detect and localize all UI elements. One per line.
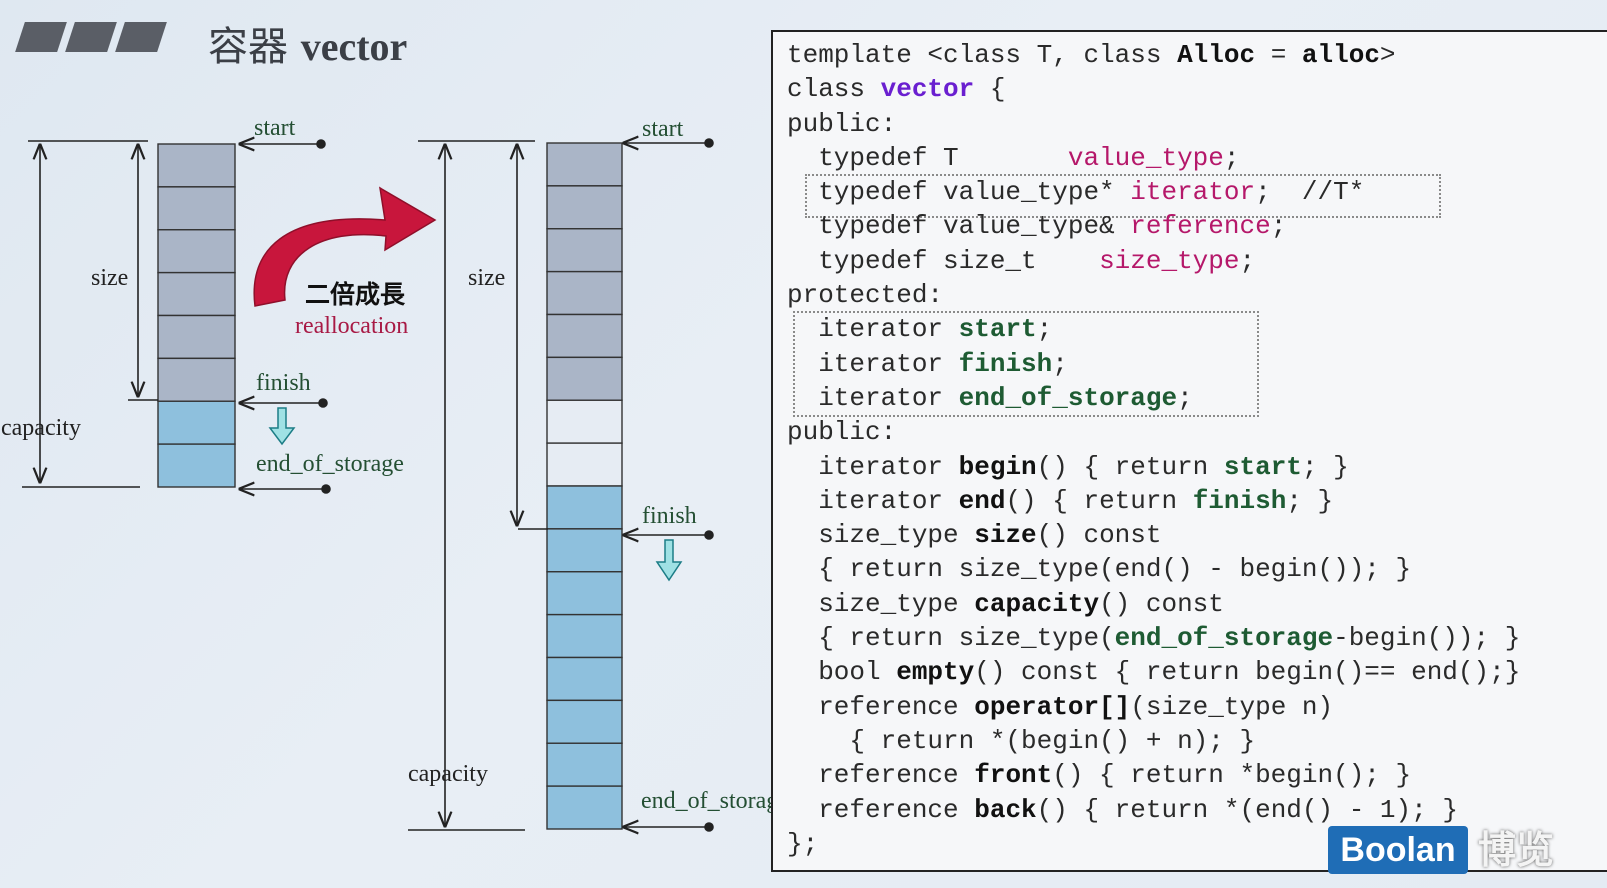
used-cell: [546, 356, 623, 401]
right-pointers: [624, 139, 714, 831]
free-cell: [157, 443, 236, 488]
used-cell: [546, 185, 623, 230]
free-cell: [546, 399, 623, 444]
left-finish-move-arrow: [268, 407, 296, 446]
free-cell: [546, 613, 623, 659]
used-cell: [157, 357, 236, 402]
protected-members-highlight-box: [793, 311, 1259, 417]
growth-label-en: reallocation: [295, 313, 408, 339]
boolan-logo-cn: 博览: [1478, 828, 1555, 872]
free-cell: [157, 400, 236, 445]
reallocation-arrow-icon: [253, 186, 437, 307]
title-en: vector: [300, 24, 408, 69]
free-cell: [546, 699, 623, 744]
used-cell: [157, 271, 236, 317]
growth-label-cn: 二倍成長: [305, 280, 406, 309]
used-cell: [157, 314, 236, 360]
right-finish-move-arrow: [655, 539, 683, 582]
right-start-label: start: [642, 116, 684, 142]
iterator-typedef-highlight-box: [805, 174, 1441, 218]
used-cell: [157, 186, 236, 231]
right-finish-label: finish: [642, 503, 697, 529]
left-size-label: size: [91, 265, 128, 291]
right-size-label: size: [468, 265, 505, 291]
page-title: 容器 vector: [208, 14, 407, 72]
right-end-of-storage-label: end_of_storage: [641, 788, 789, 814]
left-start-label: start: [254, 115, 296, 141]
free-cell: [546, 571, 623, 616]
left-end-of-storage-label: end_of_storage: [256, 451, 404, 477]
free-cell: [546, 442, 623, 487]
left-capacity-label: capacity: [1, 415, 81, 441]
used-cell: [546, 270, 623, 316]
left-finish-label: finish: [256, 370, 311, 396]
used-cell: [546, 228, 623, 273]
free-cell: [546, 742, 623, 787]
vector-memory-diagram: start size finish capacity end_of_storag…: [1, 115, 789, 888]
left-pointers: [240, 140, 331, 493]
left-dimension-lines: [22, 140, 158, 488]
right-dimension-lines: [408, 140, 548, 831]
vector-source-code: template <class T, class Alloc = alloc> …: [787, 40, 1521, 859]
free-cell: [546, 785, 623, 830]
free-cell: [546, 656, 623, 702]
right-memory-cells: [546, 142, 623, 830]
code-panel: template <class T, class Alloc = alloc> …: [771, 30, 1607, 872]
free-cell: [546, 485, 623, 530]
used-cell: [546, 142, 623, 187]
boolan-logo: Boolan: [1328, 826, 1468, 874]
title-cn: 容器: [208, 24, 288, 70]
used-cell: [157, 229, 236, 274]
used-cell: [546, 313, 623, 359]
right-capacity-label: capacity: [408, 761, 488, 787]
left-memory-cells: [157, 143, 236, 488]
free-cell: [546, 528, 623, 573]
used-cell: [157, 143, 236, 188]
